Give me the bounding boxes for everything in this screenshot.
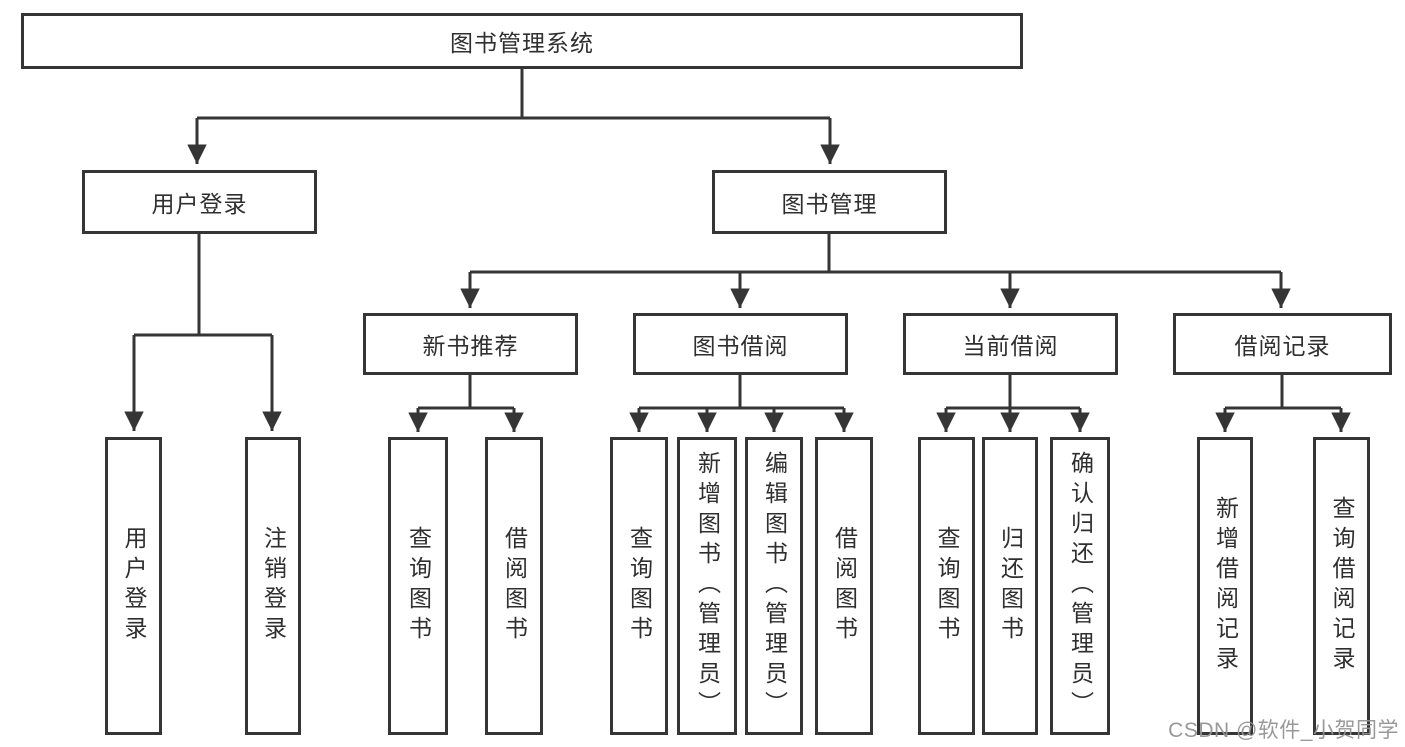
node-leaf-search-books-recommend: 查询图书 (388, 437, 448, 735)
node-leaf-search-books-borrowing: 查询图书 (610, 437, 668, 735)
node-leaf-search-borrow-record: 查询借阅记录 (1313, 437, 1370, 735)
node-leaf-borrow-books-recommend: 借阅图书 (485, 437, 543, 735)
node-borrowing-records: 借阅记录 (1173, 313, 1392, 375)
node-leaf-add-books-admin: 新增图书（管理员） (677, 437, 737, 735)
node-book-borrowing: 图书借阅 (633, 313, 848, 375)
node-new-book-recommendation: 新书推荐 (363, 313, 578, 375)
node-leaf-return-books: 归还图书 (982, 437, 1038, 735)
node-library-management-system: 图书管理系统 (21, 13, 1023, 69)
node-user-login: 用户登录 (82, 170, 317, 234)
node-leaf-user-login: 用户登录 (105, 437, 162, 735)
csdn-watermark: CSDN @软件_小贺同学 (1168, 719, 1399, 742)
node-leaf-logout: 注销登录 (245, 437, 301, 735)
node-leaf-edit-books-admin: 编辑图书（管理员） (745, 437, 803, 735)
node-leaf-confirm-return-admin: 确认归还（管理员） (1050, 437, 1110, 735)
node-book-management: 图书管理 (712, 170, 947, 234)
node-leaf-borrow-books: 借阅图书 (815, 437, 873, 735)
node-leaf-search-books-current: 查询图书 (918, 437, 975, 735)
node-current-borrowing: 当前借阅 (903, 313, 1118, 375)
node-leaf-add-borrow-record: 新增借阅记录 (1197, 437, 1253, 735)
